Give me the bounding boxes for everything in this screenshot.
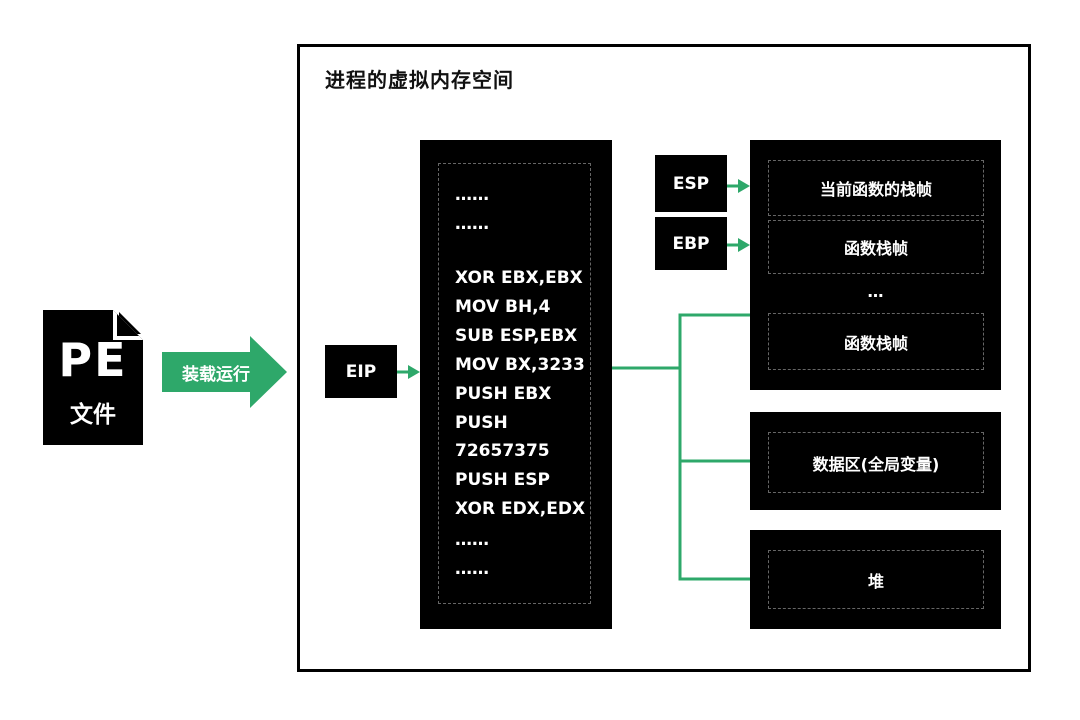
code-segment [420, 140, 612, 629]
stack-frame: 函数栈帧 [768, 313, 984, 370]
data-area-panel [750, 412, 1001, 510]
code-line: MOV BH,4 [455, 297, 551, 317]
stack-ellipsis: … [867, 282, 884, 301]
code-line: PUSH [455, 413, 508, 433]
load-arrow [162, 336, 287, 408]
frame-title: 进程的虚拟内存空间 [325, 68, 514, 92]
load-arrow-label: 装载运行 [182, 365, 250, 385]
ebp-register: EBP [655, 217, 727, 270]
code-line: …… [455, 214, 489, 234]
heap: 堆 [768, 550, 984, 609]
code-line: XOR EBX,EBX [455, 268, 583, 288]
code-line: PUSH ESP [455, 470, 550, 490]
current-stack-frame: 当前函数的栈帧 [768, 160, 984, 216]
heap-panel [750, 530, 1001, 629]
esp-register: ESP [655, 155, 727, 212]
file-label: 文件 [70, 402, 116, 428]
code-line: …… [455, 185, 489, 205]
code-segment-inner [438, 163, 591, 604]
eip-label: EIP [345, 361, 377, 382]
ebp-label: EBP [672, 233, 710, 254]
code-line: MOV BX,3233 [455, 355, 585, 375]
virtual-memory-frame [297, 44, 1031, 672]
code-line: …… [455, 559, 489, 579]
stack-frame: 函数栈帧 [768, 220, 984, 274]
pe-label: PE [58, 333, 128, 387]
code-line: SUB ESP,EBX [455, 326, 578, 346]
data-area: 数据区(全局变量) [768, 432, 984, 493]
eip-register: EIP [325, 345, 397, 398]
code-line: XOR EDX,EDX [455, 499, 586, 519]
code-line: 72657375 [455, 441, 550, 461]
stack-panel [750, 140, 1001, 390]
code-line: PUSH EBX [455, 384, 552, 404]
pe-file-icon [43, 310, 143, 445]
esp-label: ESP [672, 173, 710, 194]
code-line: …… [455, 530, 489, 550]
